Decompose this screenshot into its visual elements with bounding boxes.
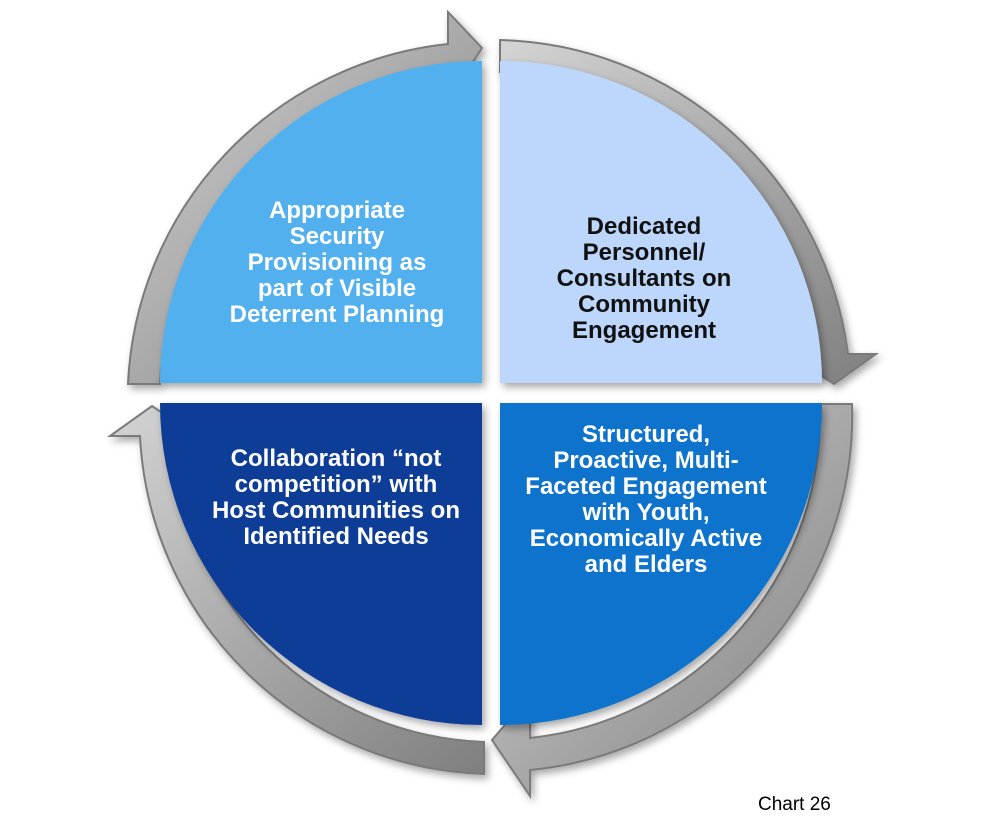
quadrant-top-right bbox=[500, 61, 822, 383]
chart-caption: Chart 26 bbox=[758, 794, 831, 815]
arrow-bottom-right bbox=[490, 403, 854, 800]
quadrant-top-right-label: Dedicated Personnel/ Consultants on Comm… bbox=[556, 213, 732, 344]
quadrant-top-left bbox=[160, 61, 482, 383]
quadrant-bottom-left-label: Collaboration “not competition” with Hos… bbox=[211, 445, 460, 550]
quadrant-bottom-left bbox=[160, 403, 482, 725]
quadrant-bottom-right bbox=[500, 403, 822, 725]
quadrant-bottom-right-label: Structured, Proactive, Multi-Faceted Eng… bbox=[525, 421, 767, 578]
quadrant-top-left-label: Appropriate Security Provisioning as par… bbox=[229, 197, 445, 328]
arrow-bottom-left bbox=[106, 404, 485, 776]
